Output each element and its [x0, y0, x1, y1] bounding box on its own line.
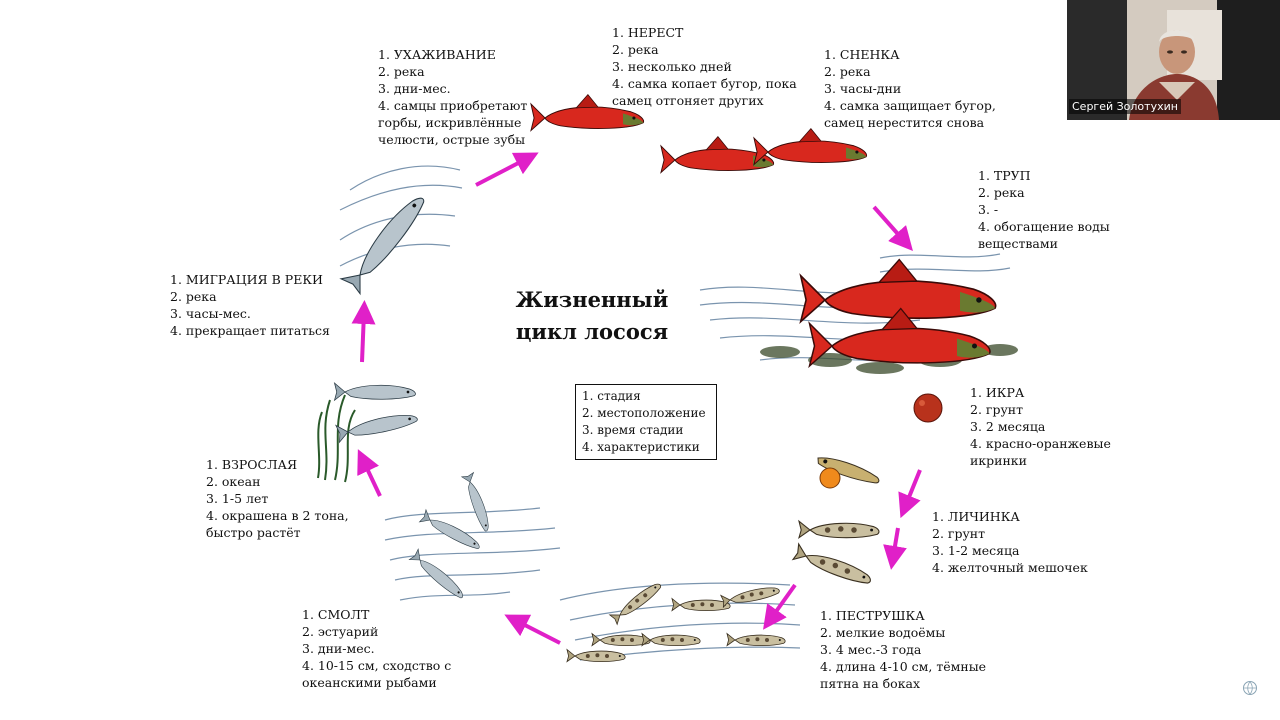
stage-parr: 1. ПЕСТРУШКА 2. мелкие водоёмы 3. 4 мес.…	[820, 607, 986, 692]
stage-line: 1. ТРУП	[978, 168, 1031, 183]
stage-line: 3. 2 месяца	[970, 419, 1046, 434]
stage-guarding: 1. СНЕНКА 2. река 3. часы-дни 4. самка з…	[824, 46, 996, 131]
title-line-2: цикл лосося	[515, 319, 669, 344]
stage-eggs: 1. ИКРА 2. грунт 3. 2 месяца 4. красно-о…	[970, 384, 1111, 469]
stage-line: веществами	[978, 236, 1058, 251]
stage-line: 2. река	[612, 42, 659, 57]
seaweed	[317, 394, 356, 483]
cycle-arrows	[351, 152, 922, 645]
stage-line: 1. НЕРЕСТ	[612, 25, 684, 40]
stage-line: 4. обогащение воды	[978, 219, 1110, 234]
stage-line: 4. окрашена в 2 тона,	[206, 508, 349, 523]
stage-line: 2. океан	[206, 474, 261, 489]
stage-line: 3. 1-5 лет	[206, 491, 269, 506]
stage-line: горбы, искривлённые	[378, 115, 522, 130]
stage-line: 3. часы-мес.	[170, 306, 251, 321]
stage-spawning: 1. НЕРЕСТ 2. река 3. несколько дней 4. с…	[612, 24, 797, 109]
stage-line: 3. 1-2 месяца	[932, 543, 1020, 558]
stage-line: быстро растёт	[206, 525, 301, 540]
legend-item: 4. характеристики	[582, 440, 700, 454]
stage-line: 4. прекращает питаться	[170, 323, 330, 338]
stage-carcass: 1. ТРУП 2. река 3. - 4. обогащение воды …	[978, 167, 1110, 252]
stage-line: 1. СНЕНКА	[824, 47, 900, 62]
legend-item: 2. местоположение	[582, 406, 706, 420]
stage-line: 3. дни-мес.	[302, 641, 375, 656]
stage-line: самец нерестится снова	[824, 115, 985, 130]
stage-line: 1. СМОЛТ	[302, 607, 370, 622]
stage-line: 1. УХАЖИВАНИЕ	[378, 47, 496, 62]
stage-line: 4. красно-оранжевые	[970, 436, 1111, 451]
stage-line: 2. река	[824, 64, 871, 79]
stage-line: 2. эстуарий	[302, 624, 379, 639]
watermark-icon	[1243, 681, 1257, 695]
stage-adult: 1. ВЗРОСЛАЯ 2. океан 3. 1-5 лет 4. окраш…	[206, 456, 349, 541]
stage-line: самец отгоняет других	[612, 93, 764, 108]
stage-line: 4. длина 4-10 см, тёмные	[820, 659, 987, 674]
stage-line: 1. ПЕСТРУШКА	[820, 608, 925, 623]
stage-line: 2. река	[978, 185, 1025, 200]
legend-item: 3. время стадии	[582, 423, 684, 437]
stage-line: 2. река	[378, 64, 425, 79]
egg	[913, 393, 943, 423]
legend-item: 1. стадия	[582, 389, 641, 403]
stage-courtship: 1. УХАЖИВАНИЕ 2. река 3. дни-мес. 4. сам…	[378, 46, 527, 148]
slide-title: Жизненный цикл лосося	[512, 284, 672, 348]
stage-line: 4. самка копает бугор, пока	[612, 76, 797, 91]
stage-line: 1. ВЗРОСЛАЯ	[206, 457, 298, 472]
stage-line: 1. ИКРА	[970, 385, 1025, 400]
stage-line: 2. грунт	[932, 526, 986, 541]
stage-line: 4. самцы приобретают	[378, 98, 528, 113]
stage-line: 3. -	[978, 202, 999, 217]
stage-line: 4. 10-15 см, сходство с	[302, 658, 452, 673]
stage-line: 2. грунт	[970, 402, 1024, 417]
stage-line: 4. желточный мешочек	[932, 560, 1088, 575]
stage-line: 2. река	[170, 289, 217, 304]
stage-line: 1. ЛИЧИНКА	[932, 509, 1020, 524]
legend-box: 1. стадия 2. местоположение 3. время ста…	[575, 384, 717, 460]
stage-line: челюсти, острые зубы	[378, 132, 526, 147]
stage-smolt: 1. СМОЛТ 2. эстуарий 3. дни-мес. 4. 10-1…	[302, 606, 451, 691]
stage-line: 3. несколько дней	[612, 59, 732, 74]
stage-line: 4. самка защищает бугор,	[824, 98, 996, 113]
stage-larva: 1. ЛИЧИНКА 2. грунт 3. 1-2 месяца 4. жел…	[932, 508, 1088, 576]
participant-video-tile[interactable]: Сергей Золотухин	[1067, 0, 1280, 120]
stage-line: 3. 4 мес.-3 года	[820, 642, 922, 657]
stage-line: 1. МИГРАЦИЯ В РЕКИ	[170, 272, 323, 287]
stage-line: 2. мелкие водоёмы	[820, 625, 946, 640]
title-line-1: Жизненный	[515, 287, 669, 312]
stage-line: 3. дни-мес.	[378, 81, 451, 96]
stage-line: океанскими рыбами	[302, 675, 437, 690]
participant-name: Сергей Золотухин	[1069, 99, 1181, 114]
stage-migration: 1. МИГРАЦИЯ В РЕКИ 2. река 3. часы-мес. …	[170, 271, 330, 339]
stage-line: икринки	[970, 453, 1027, 468]
stage-line: 3. часы-дни	[824, 81, 902, 96]
stage-line: пятна на боках	[820, 676, 921, 691]
